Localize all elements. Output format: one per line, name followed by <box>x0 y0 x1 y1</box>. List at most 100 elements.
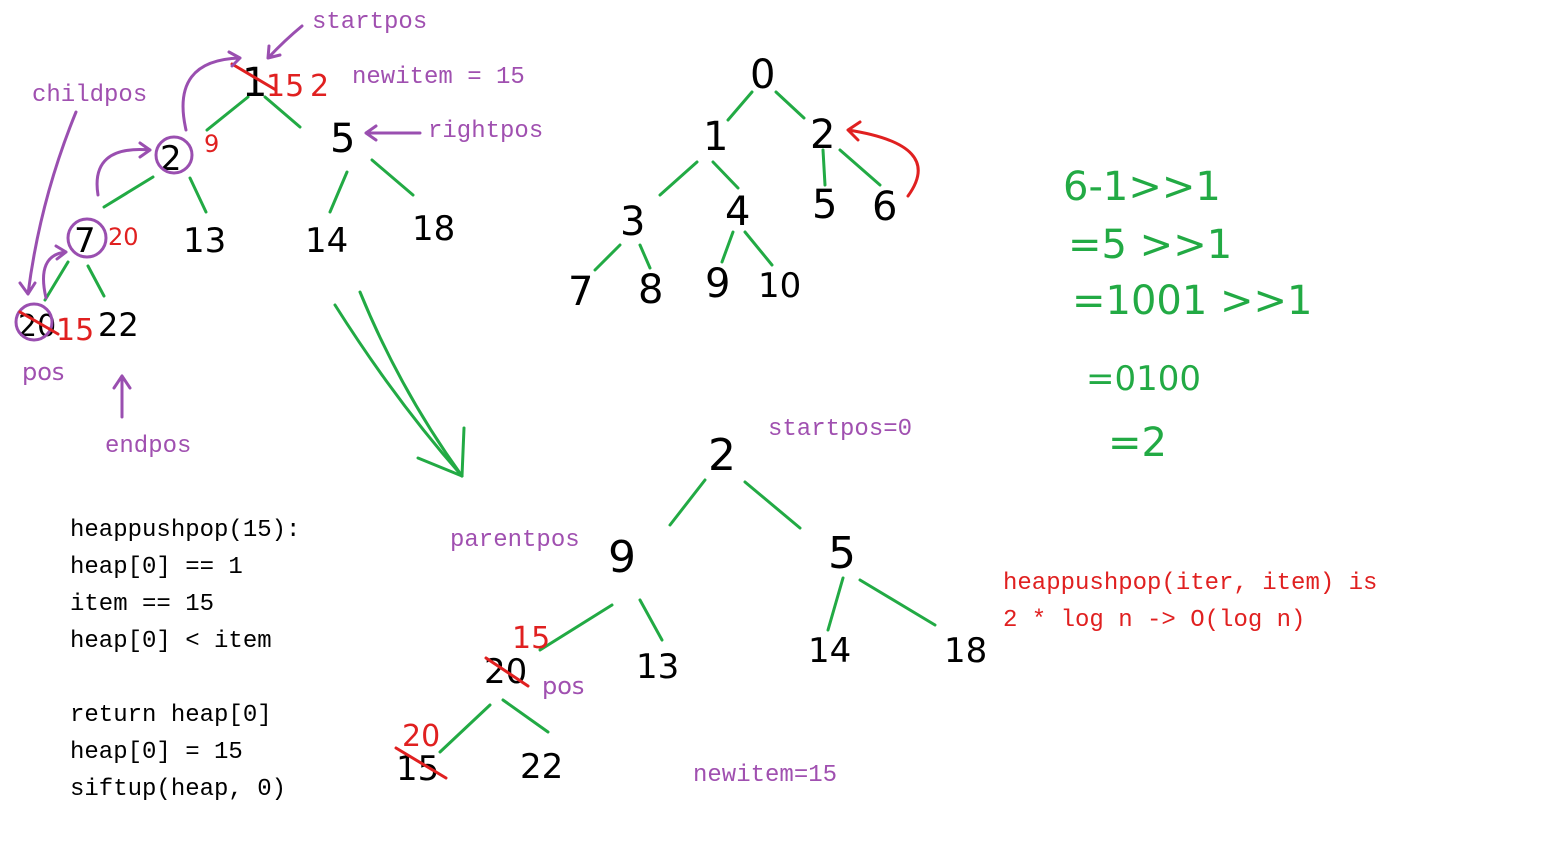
t3-startpos-label: startpos=0 <box>768 416 912 443</box>
edge-1-4 <box>711 160 740 190</box>
edge-2-6 <box>838 148 882 187</box>
t2-node-2: 2 <box>810 112 835 158</box>
code-block: heappushpop(15): heap[0] == 1 item == 15… <box>70 512 300 808</box>
code-line: siftup(heap, 0) <box>70 776 287 803</box>
edge-1-5 <box>263 95 302 129</box>
code-line: heappushpop(15): <box>70 517 301 544</box>
tree2: 0 1 2 3 4 5 6 7 8 9 10 <box>568 52 920 315</box>
newitem-label: newitem = 15 <box>352 64 525 91</box>
t3-edge-20-15 <box>438 703 492 754</box>
t3-edge-9-20 <box>538 603 614 652</box>
t3-node-ll-new: 15 <box>512 621 550 656</box>
edge-1-2 <box>205 95 250 132</box>
code-line: item == 15 <box>70 591 215 618</box>
t1-node-lr: 13 <box>183 221 226 261</box>
t2-node-7: 7 <box>568 269 593 315</box>
transform-arrow-head-2 <box>460 426 466 478</box>
code-line <box>70 660 300 697</box>
t1-node-right: 5 <box>330 116 355 162</box>
endpos-label: endpos <box>105 433 191 460</box>
code-line: heap[0] == 1 <box>70 554 243 581</box>
t3-edge-2-5 <box>743 480 802 530</box>
t1-node-left-circle <box>154 135 194 175</box>
parent-index-calc: 6-1>>1 =5 >>1 =1001 >>1 =0100 =2 <box>1063 164 1313 466</box>
calc-line-3: =1001 >>1 <box>1072 278 1313 324</box>
tree3: 2 9 5 20 15 13 14 18 15 20 22 startpos=0… <box>394 416 987 789</box>
childpos-arrow <box>18 110 78 296</box>
t1-node-ll: 7 <box>74 221 96 261</box>
t3-node-lll-strike <box>394 746 448 780</box>
swap-arrow-20-7 <box>42 244 68 300</box>
t2-node-8: 8 <box>638 267 663 313</box>
t2-node-10: 10 <box>758 266 801 306</box>
t2-node-3: 3 <box>620 199 645 245</box>
complexity-note-line-1: heappushpop(iter, item) is <box>1003 570 1378 597</box>
t2-node-9: 9 <box>705 261 730 307</box>
t1-node-ll-circle <box>66 217 108 259</box>
edge-2-5 <box>821 148 827 187</box>
complexity-note-line-2: 2 * log n -> O(log n) <box>1003 607 1306 634</box>
calc-line-1: 6-1>>1 <box>1063 164 1221 210</box>
pos-label: pos <box>22 358 64 386</box>
t3-edge-2-9 <box>668 478 707 527</box>
t3-node-llr: 22 <box>520 747 563 787</box>
t1-node-lll-strike <box>18 310 60 336</box>
parent-arrow-6-2 <box>846 120 920 198</box>
t1-node-left-new: 9 <box>204 130 219 158</box>
t3-edge-20-22 <box>501 698 550 734</box>
calc-line-5: =2 <box>1108 420 1167 466</box>
edge-7-20 <box>43 260 70 302</box>
edge-2-7 <box>102 175 155 209</box>
code-line: heap[0] < item <box>70 628 272 655</box>
t2-node-4: 4 <box>725 189 750 235</box>
t1-node-root-new2: 2 <box>310 69 329 104</box>
endpos-arrow <box>112 374 132 419</box>
edge-3-8 <box>638 243 652 270</box>
startpos-arrow <box>266 24 304 60</box>
t3-node-root: 2 <box>708 430 736 481</box>
t3-parentpos-label: parentpos <box>450 527 580 554</box>
rightpos-label: rightpos <box>428 118 543 145</box>
t2-node-0: 0 <box>750 52 775 98</box>
t1-node-left: 2 <box>160 139 182 179</box>
t3-node-rr: 18 <box>944 631 987 671</box>
t1-node-lll-new: 15 <box>56 313 94 348</box>
t3-node-right: 5 <box>828 528 856 579</box>
t1-node-rl: 14 <box>305 221 348 261</box>
transform-arrow-line-2 <box>358 290 464 478</box>
t3-edge-5-14 <box>826 576 845 632</box>
swap-arrow-2-1 <box>181 50 242 132</box>
edge-1-3 <box>658 160 699 197</box>
t2-node-1: 1 <box>703 114 728 160</box>
edge-4-9 <box>720 230 735 264</box>
edge-4-10 <box>743 230 774 267</box>
edge-7-22 <box>86 264 106 298</box>
calc-line-2: =5 >>1 <box>1068 222 1232 268</box>
transform-arrow-head-1 <box>416 456 464 478</box>
childpos-label: childpos <box>32 82 147 109</box>
transform-arrow-line-1 <box>333 303 464 478</box>
t2-node-6: 6 <box>872 184 897 230</box>
tree1: 1 15 2 2 9 5 7 20 13 14 18 20 15 22 <box>14 9 543 460</box>
t3-node-lll-new: 20 <box>402 719 440 754</box>
t1-node-lll-circle <box>14 302 54 342</box>
t1-node-root-new: 15 <box>266 69 304 104</box>
t1-node-ll-new: 20 <box>108 223 139 251</box>
t3-node-lr: 13 <box>636 647 679 687</box>
edge-2-13 <box>188 176 208 214</box>
complexity-note: heappushpop(iter, item) is 2 * log n -> … <box>1003 565 1377 639</box>
transform-arrow <box>333 290 466 478</box>
edge-0-2 <box>774 90 806 120</box>
rightpos-arrow <box>364 124 422 142</box>
t1-node-llr: 22 <box>98 306 139 344</box>
t1-node-rr: 18 <box>412 209 455 249</box>
t3-newitem-label: newitem=15 <box>693 762 837 789</box>
code-line: return heap[0] <box>70 702 272 729</box>
code-line: heap[0] = 15 <box>70 739 243 766</box>
calc-line-4: =0100 <box>1086 359 1201 399</box>
swap-arrow-7-2 <box>95 141 152 197</box>
edge-5-18 <box>370 158 415 197</box>
edge-5-14 <box>328 170 349 214</box>
t3-edge-9-13 <box>638 598 664 642</box>
